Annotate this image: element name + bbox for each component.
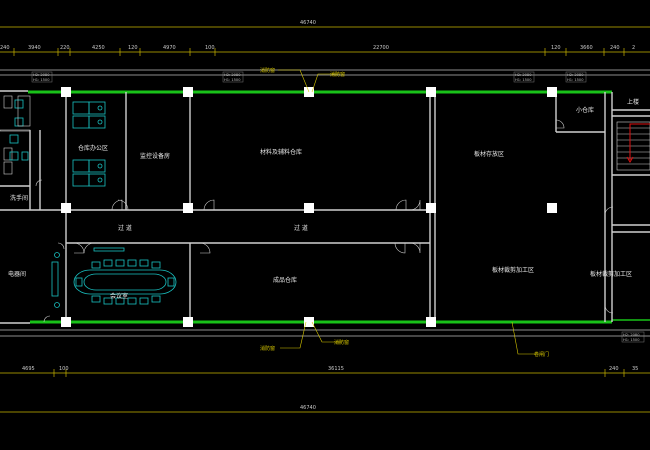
label-fire-window-top2: 消防窗	[330, 71, 345, 78]
window-tag-top: H2: 2080	[623, 333, 640, 337]
column	[61, 203, 71, 213]
room-label-wood-cut: 板材裁剪加工区	[492, 266, 534, 274]
column	[547, 203, 557, 213]
room-label-corridor-mid: 过 道	[294, 224, 308, 232]
room-label-meeting: 会议室	[110, 292, 128, 300]
column	[426, 87, 436, 97]
stairs	[616, 121, 650, 171]
room-label-corridor-left: 过 道	[118, 224, 132, 232]
room-label-product-store: 成品仓库	[273, 276, 297, 284]
dim-seg-4: 4250	[92, 45, 105, 51]
dim-seg-6: 4970	[163, 45, 176, 51]
column	[183, 87, 193, 97]
window-tag-bottom: H1: 1500	[33, 78, 50, 82]
dim-seg-1: 240	[0, 45, 10, 51]
room-label-restroom: 洗手间	[10, 194, 28, 202]
window-tag-top: H2: 2080	[33, 73, 50, 77]
window-tag-top: H2: 2080	[567, 73, 584, 77]
dim-seg-3: 220	[60, 45, 70, 51]
meeting-table	[51, 247, 177, 308]
dim-bottom-3: 36115	[328, 366, 344, 372]
window-tag-bottom: H1: 1500	[623, 338, 640, 342]
column	[304, 203, 314, 213]
column	[61, 317, 71, 327]
label-fire-window-bottom: 消防窗	[260, 345, 275, 352]
dim-overall-bottom: 46740	[300, 405, 316, 411]
top-overall-dimension: 46740	[0, 20, 650, 28]
label-fire-window-bottom2: 消防窗	[334, 339, 349, 346]
dim-bottom-2: 100	[59, 366, 69, 372]
dim-seg-2: 3940	[28, 45, 41, 51]
dim-bottom-1: 4695	[22, 366, 35, 372]
stair-arrow-icon	[629, 123, 650, 160]
columns	[61, 87, 557, 327]
window-tag-top: H2: 2080	[515, 73, 532, 77]
exterior-walls	[0, 90, 650, 324]
room-label-small-store: 小仓库	[576, 106, 594, 114]
room-label-office: 仓库办公区	[78, 144, 108, 152]
room-label-wood-process: 板材裁剪加工区	[590, 270, 632, 278]
room-label-equipment: 监控设备房	[140, 152, 170, 160]
window-tags: H2: 2080 H1: 1500 H2: 2080 H1: 1500 H2: …	[31, 71, 645, 343]
column	[61, 87, 71, 97]
annotation-leaders	[278, 69, 536, 355]
building-outline	[0, 69, 650, 337]
doors	[35, 119, 614, 323]
room-label-electric: 电器间	[8, 270, 26, 278]
column	[183, 203, 193, 213]
window-tag-bottom: H1: 1500	[515, 78, 532, 82]
dim-seg-10: 3660	[580, 45, 593, 51]
dim-seg-12: 2	[632, 45, 635, 51]
dim-seg-5: 120	[128, 45, 138, 51]
column	[183, 317, 193, 327]
dim-bottom-5: 35	[632, 366, 638, 372]
column	[426, 317, 436, 327]
column	[547, 87, 557, 97]
label-roll-door: 卷闸门	[534, 351, 549, 358]
office-desks	[72, 101, 106, 187]
dim-seg-9: 120	[551, 45, 561, 51]
bottom-segment-dimensions: 4695 100 36115 240 35	[0, 366, 650, 377]
window-tag-top: H2: 2080	[224, 73, 241, 77]
window-tag-bottom: H1: 1500	[224, 78, 241, 82]
top-segment-dimensions: 240 3940 220 4250 120 4970 100 22700 120…	[0, 45, 650, 56]
room-label-material-store: 材料及辅料仓库	[260, 148, 302, 156]
dim-overall-top: 46740	[300, 20, 316, 26]
restroom-fixtures	[0, 95, 31, 175]
dim-bottom-4: 240	[609, 366, 619, 372]
room-label-wood-stack: 板材存放区	[474, 150, 504, 158]
label-fire-window-top: 消防窗	[260, 67, 275, 74]
dim-seg-7: 100	[205, 45, 215, 51]
dim-seg-8: 22700	[373, 45, 389, 51]
column	[304, 317, 314, 327]
bottom-overall-dimension: 46740	[0, 405, 650, 413]
room-label-stairs: 上楼	[627, 98, 639, 106]
column	[426, 203, 436, 213]
dim-seg-11: 240	[610, 45, 620, 51]
window-tag-bottom: H1: 1500	[567, 78, 584, 82]
